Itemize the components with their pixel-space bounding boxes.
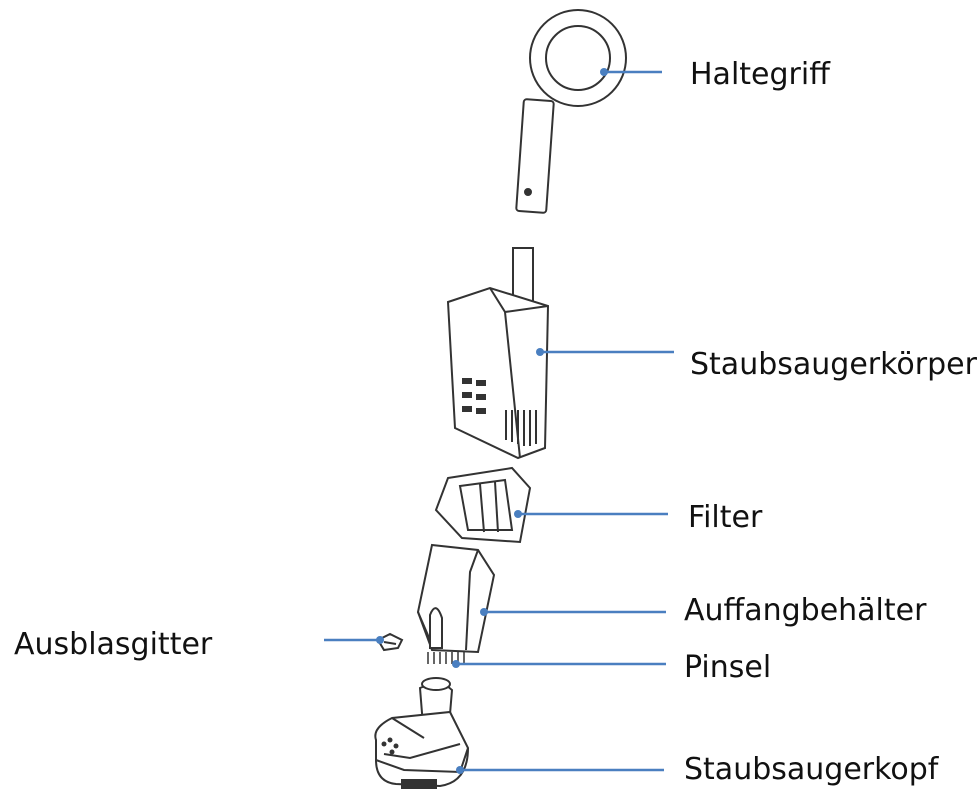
leader-dot-exhaust-grid: [376, 636, 384, 644]
exhaust-grid-part: [376, 632, 404, 652]
label-brush: Pinsel: [684, 650, 772, 685]
leader-dot-handle: [600, 68, 608, 76]
leader-lines: [324, 68, 674, 774]
label-container: Auffangbehälter: [684, 593, 927, 628]
label-handle: Haltegriff: [690, 57, 830, 92]
container-part: [416, 543, 496, 664]
handle-part: [515, 9, 627, 214]
label-head: Staubsaugerkopf: [684, 752, 939, 787]
body-vents: [505, 410, 537, 446]
label-exhaust-grid: Ausblasgitter: [14, 627, 213, 662]
label-filter: Filter: [688, 500, 763, 535]
leader-dot-container: [480, 608, 488, 616]
leader-dot-body: [536, 348, 544, 356]
body-buttons: [462, 378, 486, 414]
body-part: [446, 247, 550, 460]
head-part: [374, 677, 470, 789]
filter-part: [434, 466, 532, 544]
leader-dot-filter: [514, 510, 522, 518]
leader-dot-brush: [452, 660, 460, 668]
leader-dot-head: [456, 766, 464, 774]
label-body: Staubsaugerkörper: [690, 347, 977, 382]
